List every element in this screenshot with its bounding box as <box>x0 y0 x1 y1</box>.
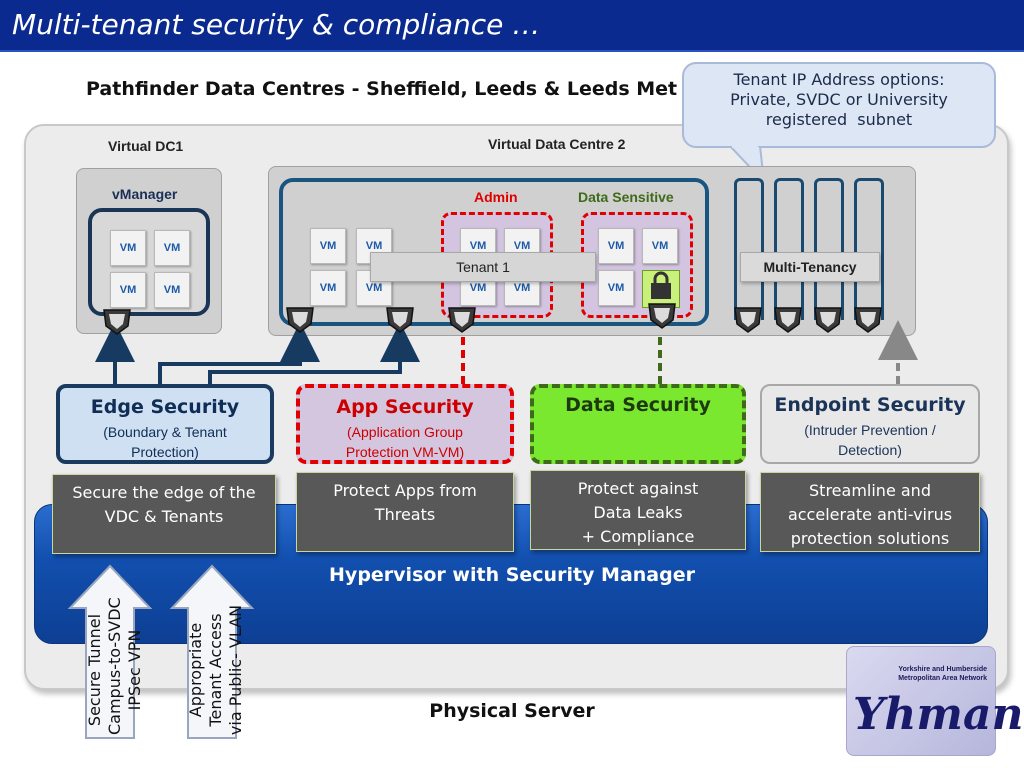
tenant-1-label: Tenant 1 <box>370 252 596 282</box>
page-subtitle: Pathfinder Data Centres - Sheffield, Lee… <box>86 78 678 100</box>
vm-icon: VM <box>310 270 346 306</box>
multi-tenancy-label: Multi-Tenancy <box>740 252 880 282</box>
logo-small-text: Yorkshire and Humberside Metropolitan Ar… <box>898 666 987 682</box>
app-security-box: App Security (Application Group Protecti… <box>296 384 514 464</box>
callout-line-3: registered subnet <box>765 110 913 129</box>
encrypted-data-icon <box>642 270 680 308</box>
tenant-column <box>774 178 804 320</box>
endpoint-security-box: Endpoint Security (Intruder Prevention /… <box>760 384 980 464</box>
tunnel-arrow-text: Secure Tunnel Campus-to-SVDC IPSec VPN <box>85 597 144 735</box>
app-security-title: App Security <box>336 396 474 418</box>
data-security-title: Data Security <box>565 394 711 416</box>
vdc2-label: Virtual Data Centre 2 <box>488 136 626 152</box>
access-arrow <box>169 564 255 739</box>
access-arrow-text: Appropriate Tenant Access via Public- VL… <box>186 604 245 736</box>
data-security-box: Data Security <box>530 384 746 464</box>
tenant-column <box>854 178 884 320</box>
tenant-column <box>734 178 764 320</box>
vmanager-label: vManager <box>112 186 178 202</box>
edge-security-box: Edge Security (Boundary & Tenant Protect… <box>56 384 274 464</box>
endpoint-security-title: Endpoint Security <box>774 394 966 416</box>
logo-name: Yhman <box>853 689 1024 740</box>
edge-security-title: Edge Security <box>90 396 240 418</box>
tenant-column <box>814 178 844 320</box>
hypervisor-label: Hypervisor with Security Manager <box>329 564 695 586</box>
page-title: Multi-tenant security & compliance … <box>12 8 541 41</box>
endpoint-security-description: Streamline and accelerate anti-virus pro… <box>760 472 980 552</box>
edge-security-description: Secure the edge of the VDC & Tenants <box>52 474 276 554</box>
edge-security-subtitle: (Boundary & Tenant Protection) <box>103 424 227 460</box>
ip-options-callout: Tenant IP Address options: Private, SVDC… <box>682 62 996 148</box>
vm-icon: VM <box>110 230 146 266</box>
vm-icon: VM <box>642 228 678 264</box>
vm-icon: VM <box>110 272 146 308</box>
admin-label: Admin <box>474 189 518 205</box>
endpoint-security-subtitle: (Intruder Prevention / Detection) <box>804 422 936 458</box>
vm-icon: VM <box>154 272 190 308</box>
edge-security-arrows <box>95 322 420 384</box>
app-security-subtitle: (Application Group Protection VM-VM) <box>345 424 465 460</box>
yhman-logo: Yorkshire and Humberside Metropolitan Ar… <box>846 646 1023 756</box>
vm-icon: VM <box>598 270 634 306</box>
app-security-description: Protect Apps from Threats <box>296 472 514 552</box>
vm-icon: VM <box>598 228 634 264</box>
callout-line-1: Tenant IP Address options: <box>733 70 945 89</box>
vm-icon: VM <box>310 228 346 264</box>
title-bar: Multi-tenant security & compliance … <box>0 0 1024 52</box>
tunnel-arrow <box>67 564 153 739</box>
vdc1-label: Virtual DC1 <box>108 138 184 154</box>
physical-server-label: Physical Server <box>429 700 595 722</box>
vm-icon: VM <box>154 230 190 266</box>
data-security-description: Protect against Data Leaks + Compliance <box>530 470 746 550</box>
data-sensitive-label: Data Sensitive <box>578 189 674 205</box>
callout-line-2: Private, SVDC or University <box>730 90 948 109</box>
